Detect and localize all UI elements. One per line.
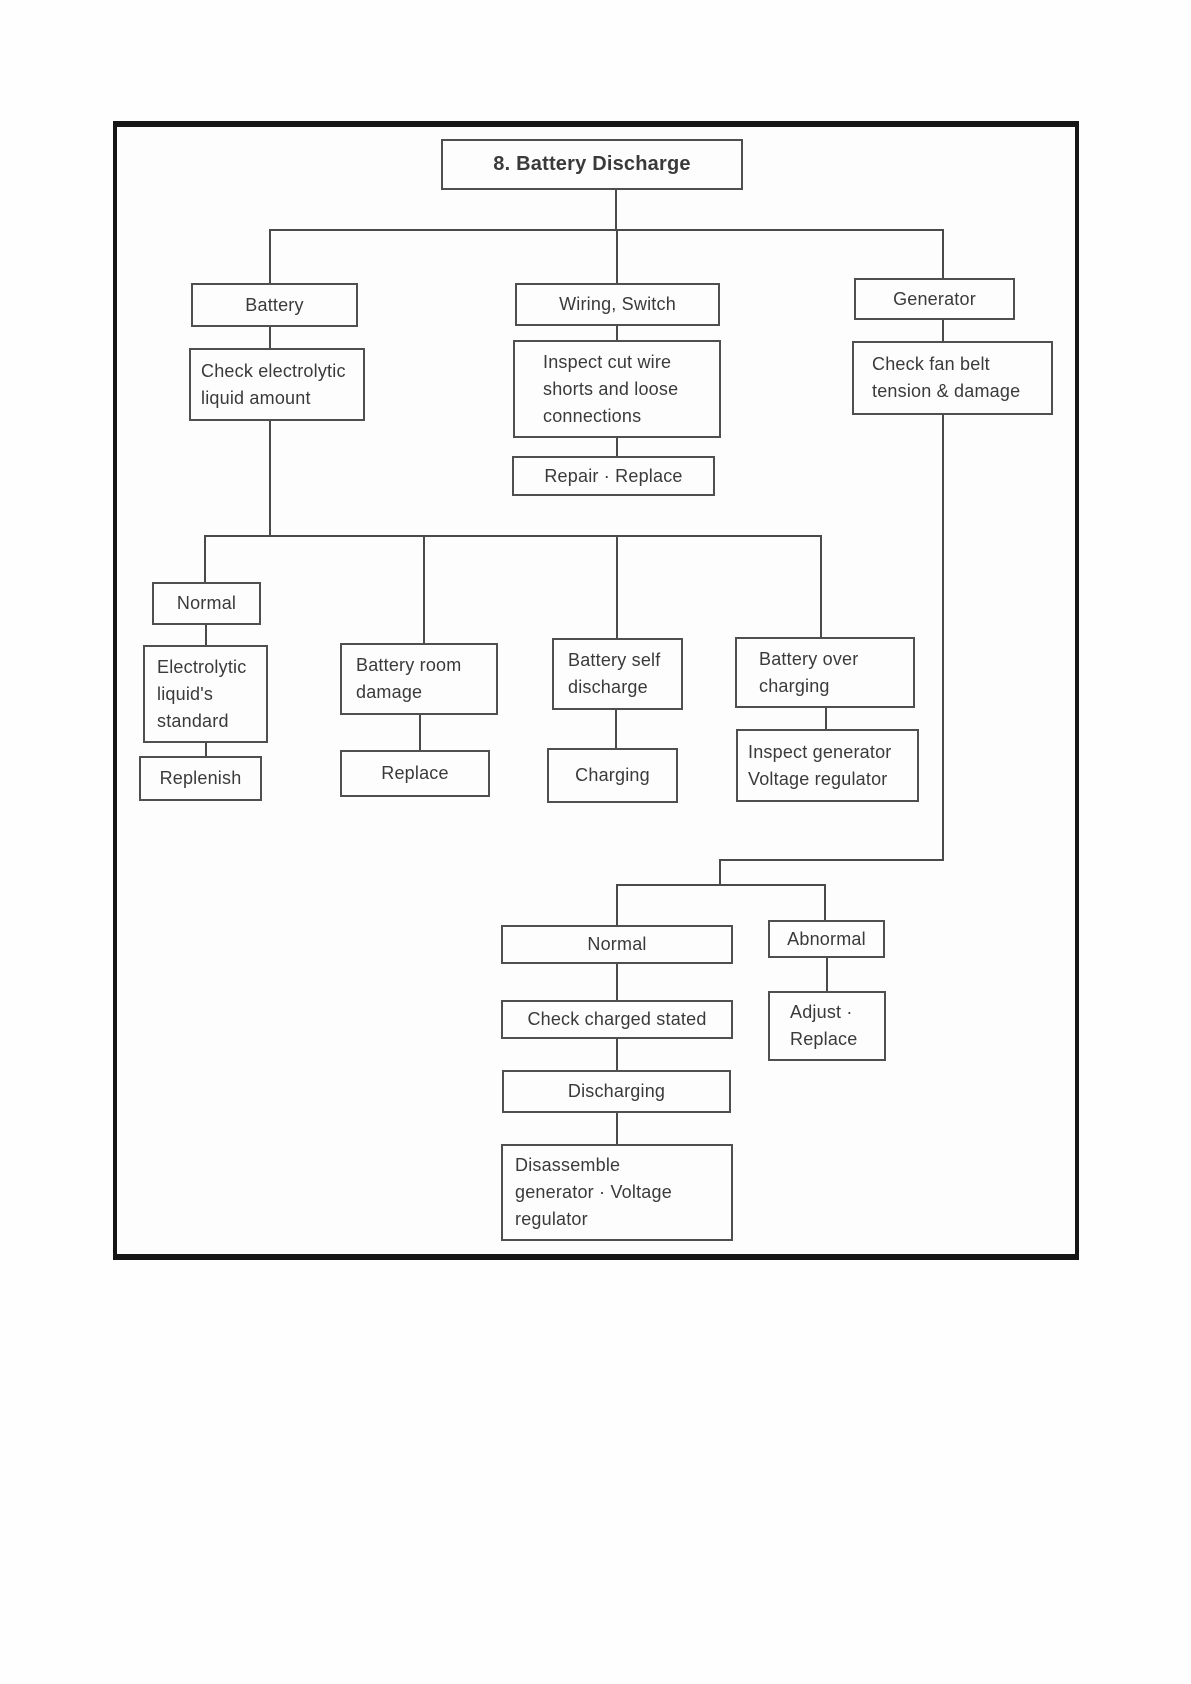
connector <box>269 421 271 537</box>
node-generator-label: Generator <box>893 288 976 309</box>
connector <box>616 884 826 886</box>
connector <box>423 535 425 643</box>
connector <box>719 859 944 861</box>
node-electrolytic-standard-line1: Electrolytic <box>157 656 247 677</box>
connector <box>615 710 617 748</box>
node-inspect-cut-wire-line3: connections <box>543 405 642 426</box>
connector <box>616 884 618 927</box>
connector <box>616 438 618 456</box>
connector <box>269 327 271 348</box>
node-battery-over-charging-line2: charging <box>759 675 830 696</box>
node-disassemble-line2: generator · Voltage <box>515 1182 672 1202</box>
node-inspect-cut-wire-line2: shorts and loose <box>543 378 679 399</box>
node-inspect-cut-wire: Inspect cut wire shorts and loose connec… <box>513 340 721 438</box>
connector <box>204 535 206 582</box>
node-abnormal: Abnormal <box>768 920 885 958</box>
connector <box>942 320 944 341</box>
node-check-charged-stated: Check charged stated <box>501 1000 733 1039</box>
node-charging-label: Charging <box>575 765 650 785</box>
node-normal-generator: Normal <box>501 925 733 964</box>
node-discharging-label: Discharging <box>567 1081 666 1101</box>
node-title-label: 8. Battery Discharge <box>493 153 691 175</box>
node-disassemble-line3: regulator <box>515 1209 588 1229</box>
connector <box>615 190 617 231</box>
node-abnormal-label: Abnormal <box>787 928 866 949</box>
node-adjust-replace: Adjust · Replace <box>768 991 886 1061</box>
node-check-electrolytic-line2: liquid amount <box>201 387 311 408</box>
node-generator: Generator <box>854 278 1015 320</box>
node-normal-generator-label: Normal <box>587 934 647 954</box>
node-repair-replace-label: Repair · Replace <box>544 465 683 486</box>
node-wiring-switch-label: Wiring, Switch <box>559 294 676 314</box>
node-battery-room-damage-line2: damage <box>356 682 423 702</box>
node-disassemble: Disassemble generator · Voltage regulato… <box>501 1144 733 1241</box>
node-battery-self-discharge-line1: Battery self <box>568 650 661 670</box>
connector <box>719 859 721 886</box>
node-repair-replace: Repair · Replace <box>512 456 715 496</box>
connector <box>205 743 207 756</box>
node-disassemble-line1: Disassemble <box>515 1155 621 1175</box>
node-replace-label: Replace <box>381 763 449 783</box>
node-inspect-generator-line1: Inspect generator <box>748 741 892 762</box>
node-replenish-label: Replenish <box>159 768 242 788</box>
node-check-fan-belt-line1: Check fan belt <box>872 354 990 374</box>
node-battery-room-damage-line1: Battery room <box>356 655 462 675</box>
connector <box>825 708 827 729</box>
connector <box>616 535 618 638</box>
node-replace: Replace <box>340 750 490 797</box>
node-battery-over-charging: Battery over charging <box>735 637 915 708</box>
node-replenish: Replenish <box>139 756 262 801</box>
node-battery-self-discharge: Battery self discharge <box>552 638 683 710</box>
connector <box>616 1039 618 1070</box>
node-battery-over-charging-line1: Battery over <box>759 648 859 669</box>
connector <box>826 958 828 991</box>
node-adjust-replace-line1: Adjust · <box>790 1002 853 1022</box>
node-title: 8. Battery Discharge <box>441 139 743 190</box>
node-inspect-cut-wire-line1: Inspect cut wire <box>543 351 672 372</box>
node-battery-self-discharge-line2: discharge <box>568 677 648 697</box>
connector <box>419 715 421 750</box>
node-battery-room-damage: Battery room damage <box>340 643 498 715</box>
connector <box>616 229 618 283</box>
node-inspect-generator: Inspect generator Voltage regulator <box>736 729 919 802</box>
node-normal-battery-label: Normal <box>176 593 237 613</box>
node-check-fan-belt-line2: tension & damage <box>872 381 1021 401</box>
node-charging: Charging <box>547 748 678 803</box>
node-check-fan-belt: Check fan belt tension & damage <box>852 341 1053 415</box>
node-inspect-generator-line2: Voltage regulator <box>748 768 888 789</box>
node-check-electrolytic-line1: Check electrolytic <box>201 360 346 381</box>
connector <box>205 625 207 645</box>
connector <box>942 229 944 278</box>
node-electrolytic-standard-line3: standard <box>157 710 229 731</box>
connector <box>616 326 618 340</box>
node-discharging: Discharging <box>502 1070 731 1113</box>
node-battery: Battery <box>191 283 358 327</box>
node-check-charged-stated-label: Check charged stated <box>527 1009 707 1029</box>
node-check-electrolytic: Check electrolytic liquid amount <box>189 348 365 421</box>
connector <box>269 229 271 283</box>
connector <box>616 1113 618 1144</box>
node-battery-label: Battery <box>245 294 304 315</box>
node-wiring-switch: Wiring, Switch <box>515 283 720 326</box>
connector <box>824 884 826 922</box>
connector <box>269 229 944 231</box>
node-electrolytic-standard: Electrolytic liquid's standard <box>143 645 268 743</box>
connector <box>616 964 618 1000</box>
connector <box>820 535 822 637</box>
node-normal-battery: Normal <box>152 582 261 625</box>
node-adjust-replace-line2: Replace <box>790 1029 858 1049</box>
node-electrolytic-standard-line2: liquid's <box>157 683 214 704</box>
connector <box>204 535 822 537</box>
connector <box>942 415 944 861</box>
